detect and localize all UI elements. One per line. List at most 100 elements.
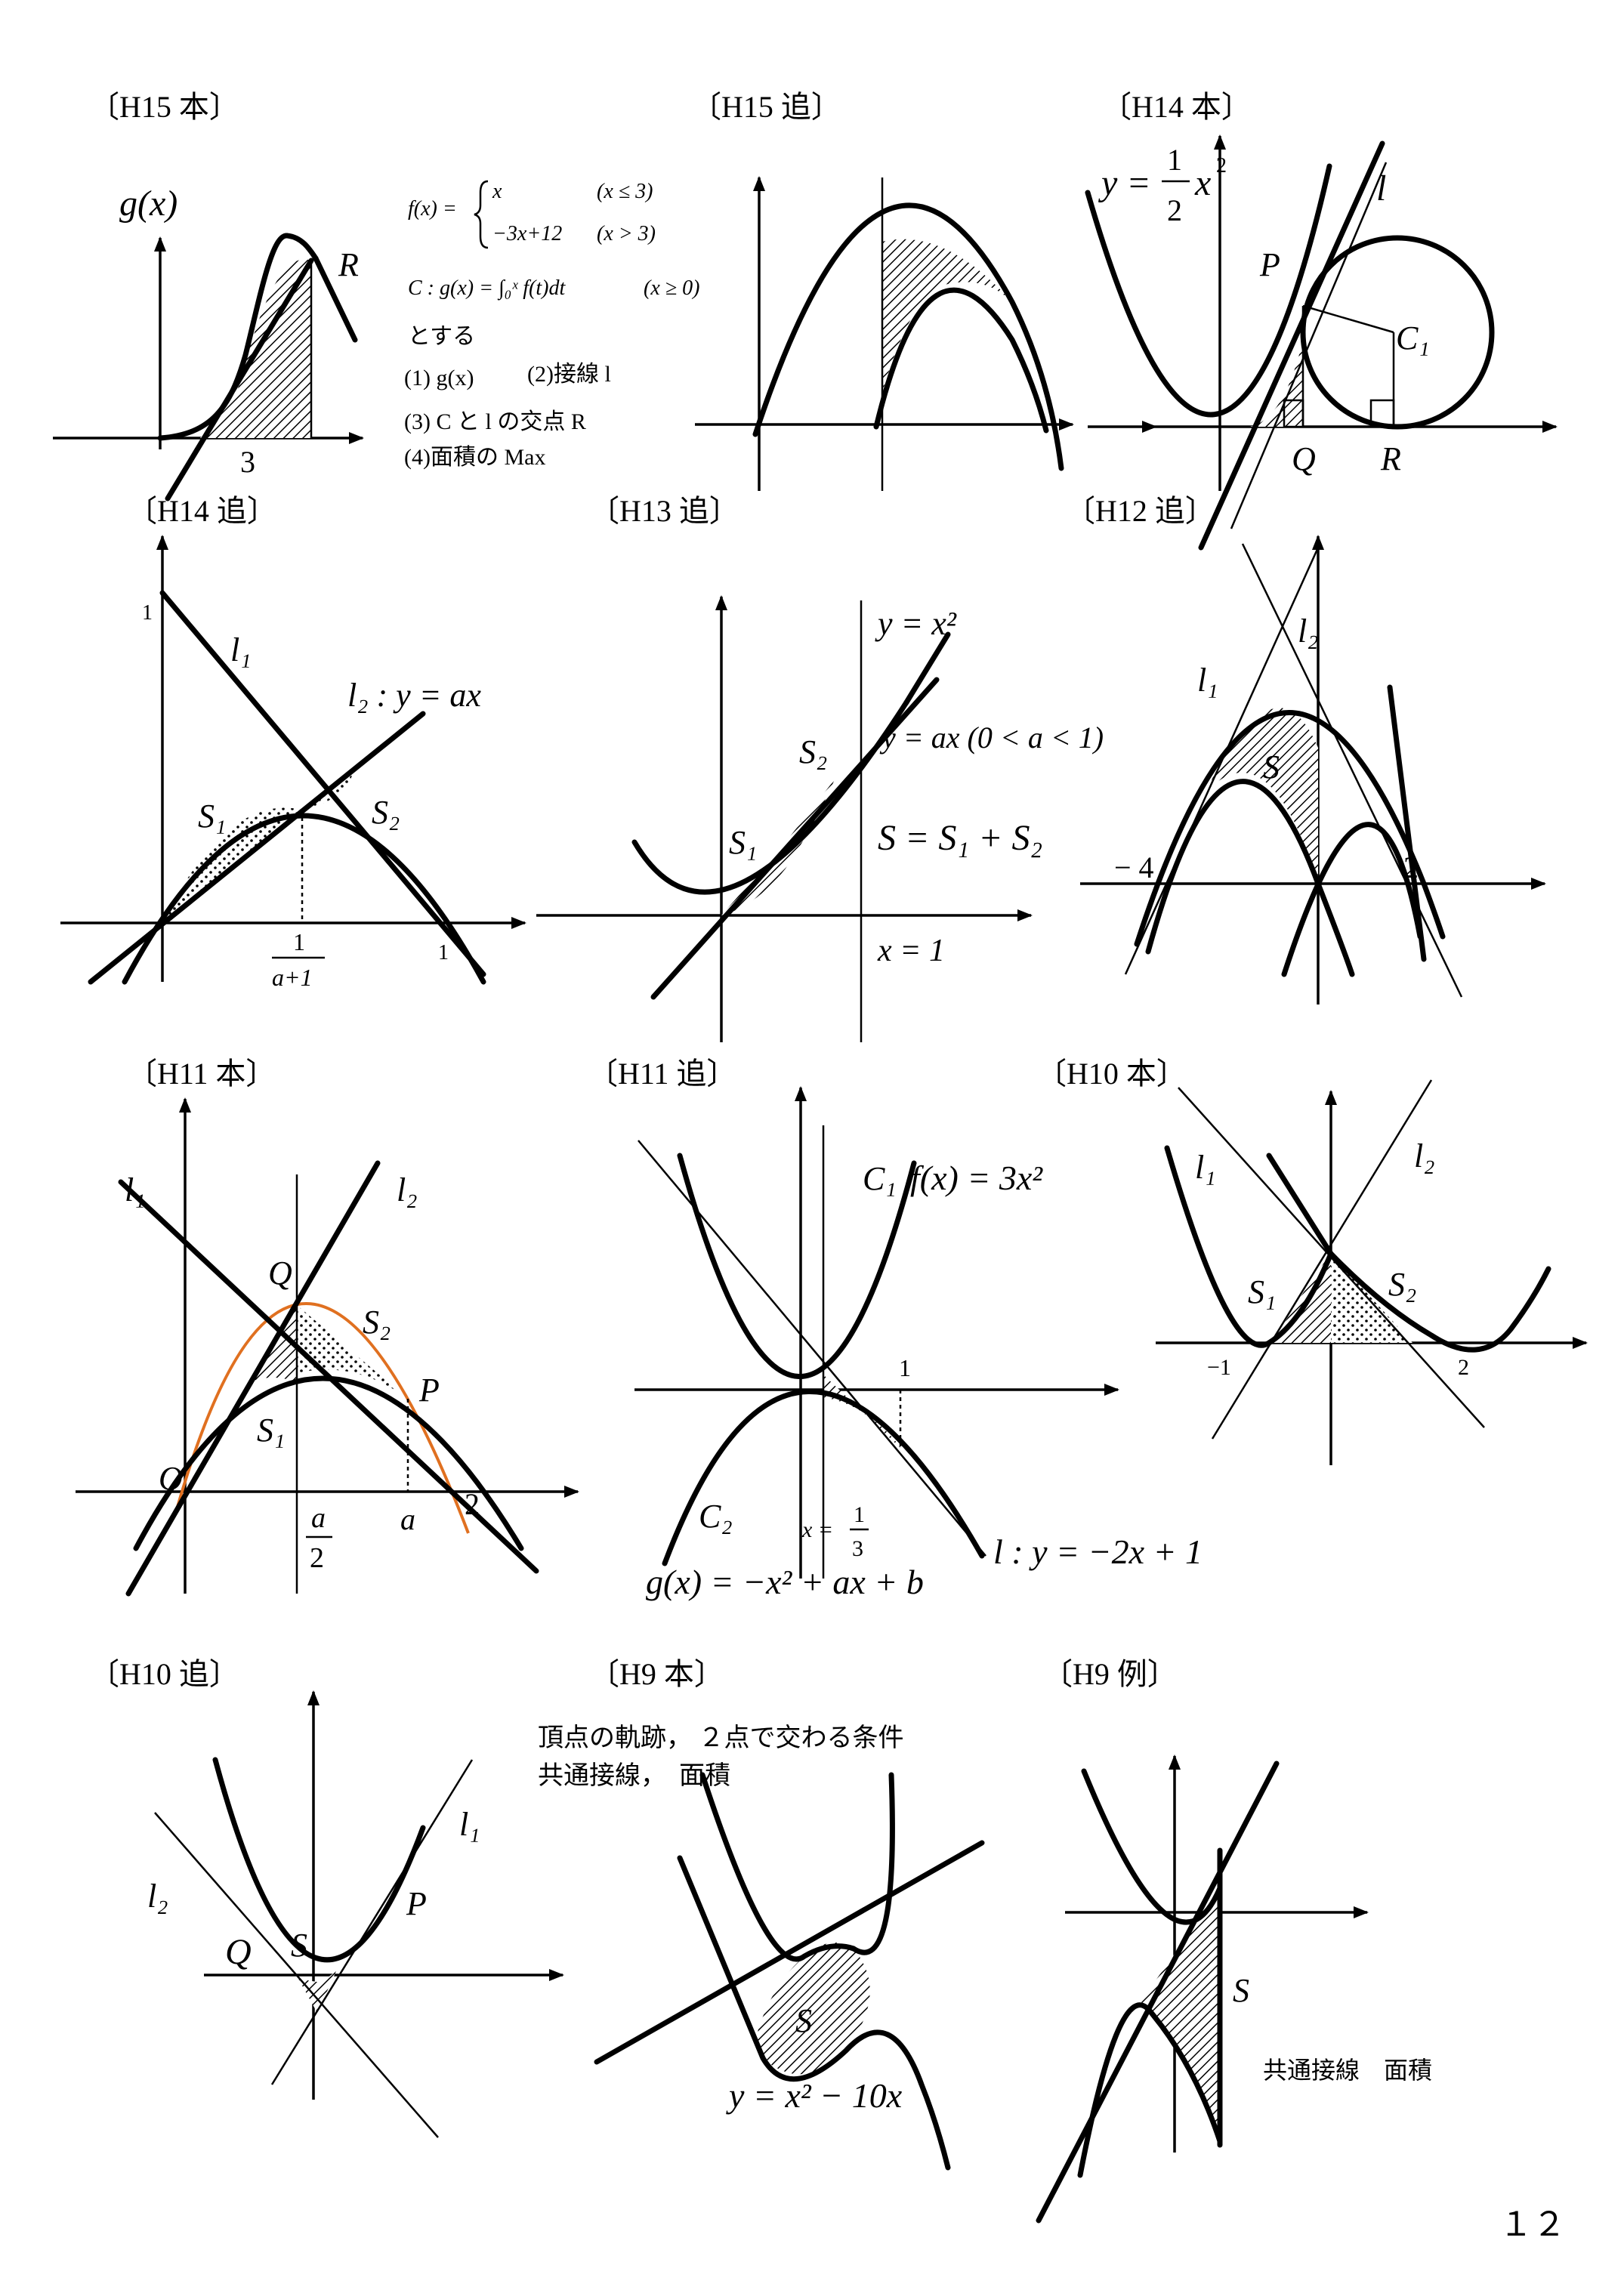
h13tsui-S2: S₂ xyxy=(799,733,827,770)
h11tsui-parabola-C2 xyxy=(662,1389,985,1566)
h10hon-curve-left xyxy=(1164,1145,1334,1348)
panel-h15hon: 〔H15 本〕 g(x) R 3 f(x) = x (x ≤ 3) −3x+12… xyxy=(53,90,699,501)
h14hon-radius xyxy=(1302,304,1394,334)
panel-h12tsui: 〔H12 追〕 l₂ l₁ S − 4 2 xyxy=(1065,494,1546,1005)
h11tsui-x-num: 1 xyxy=(854,1502,865,1527)
h9rei-note: 共通接線 面積 xyxy=(1263,2057,1432,2084)
h14hon-eq-num: 1 xyxy=(1167,143,1182,177)
h12tsui-title: 〔H12 追〕 xyxy=(1065,494,1215,528)
h11hon-l2: l₂ xyxy=(397,1171,418,1208)
h10tsui-P: P xyxy=(406,1885,427,1922)
h9rei-parabola-lower xyxy=(1077,2002,1223,2178)
h9hon-note2: 共通接線， 面積 xyxy=(538,1761,730,1790)
panel-h14hon: 〔H14 本〕 y = 1 2 x 2 l P C₁ Q R xyxy=(1085,90,1558,551)
h14tsui-l1: l₁ xyxy=(230,631,252,668)
h9hon-tangent-line xyxy=(594,1840,985,2065)
h12tsui-S: S xyxy=(1263,748,1280,785)
h15hon-fx-cond2: (x > 3) xyxy=(597,222,656,245)
h10tsui-S: S xyxy=(291,1927,307,1964)
h14hon-parabola xyxy=(1085,163,1332,418)
h11tsui-x-den: 3 xyxy=(852,1536,863,1561)
h15hon-tangent-l xyxy=(165,258,314,501)
h12tsui-m4: − 4 xyxy=(1114,850,1154,884)
h11hon-a-num: a xyxy=(311,1502,326,1534)
h11hon-title: 〔H11 本〕 xyxy=(127,1057,276,1091)
h10hon-S2: S₂ xyxy=(1388,1266,1416,1303)
h13tsui-line-ax xyxy=(650,677,940,1000)
h14tsui-frac-num: 1 xyxy=(293,928,305,955)
h10hon-shaded-S1 xyxy=(1273,1254,1331,1343)
h11hon-l1: l₁ xyxy=(125,1171,146,1208)
h11hon-S1: S₁ xyxy=(257,1412,285,1449)
h15hon-tick3: 3 xyxy=(240,445,255,479)
h15hon-tosuru: とする xyxy=(408,324,475,349)
h12tsui-line-l2 xyxy=(1241,543,1463,998)
h14tsui-S1: S₁ xyxy=(198,798,226,835)
h11hon-parabola xyxy=(133,1375,524,1551)
h14hon-C1: C₁ xyxy=(1396,319,1430,356)
h11hon-S2: S₂ xyxy=(363,1304,391,1341)
h14hon-eq-y: y = xyxy=(1098,163,1151,203)
h9rei-shaded-region xyxy=(1141,1888,1220,2141)
h14tsui-one-x: 1 xyxy=(438,941,449,964)
h14hon-Q: Q xyxy=(1292,440,1316,477)
h10hon-title: 〔H10 本〕 xyxy=(1036,1057,1187,1091)
h11hon-two: 2 xyxy=(465,1487,480,1521)
h14hon-tangent-l xyxy=(1198,140,1385,551)
h14hon-right-angle-R xyxy=(1369,399,1395,428)
h15hon-C-def: C : g(x) = ∫₀ˣ f(t)dt xyxy=(408,276,566,301)
h14tsui-S2: S₂ xyxy=(372,794,400,831)
panel-h9rei: 〔H9 例〕 S 共通接線 面積 xyxy=(1036,1657,1432,2224)
h15hon-fx-lhs: f(x) = xyxy=(408,197,457,221)
h15tsui-parabola-inner xyxy=(873,287,1049,434)
h11hon-O: O xyxy=(159,1460,183,1497)
h11hon-a: a xyxy=(400,1502,415,1536)
h11tsui-one: 1 xyxy=(899,1354,911,1381)
h10hon-l1: l₁ xyxy=(1195,1149,1216,1186)
h10tsui-line-l2 xyxy=(154,1812,439,2138)
h12tsui-l1: l₁ xyxy=(1197,662,1218,699)
h10hon-curve-upper-left xyxy=(1266,1153,1334,1257)
h11hon-P: P xyxy=(418,1372,440,1409)
h12tsui-thick-right xyxy=(1387,684,1427,962)
h13tsui-x1: x = 1 xyxy=(877,934,945,968)
h11tsui-C1: C₁ xyxy=(863,1160,897,1197)
h10tsui-shaded-region xyxy=(298,1971,336,2013)
h14hon-P: P xyxy=(1259,246,1280,283)
h9rei-S: S xyxy=(1233,1972,1249,2009)
h14hon-right-angle-Q xyxy=(1283,399,1304,428)
h15hon-fx-cond1: (x ≤ 3) xyxy=(597,180,653,203)
h14tsui-parabola xyxy=(122,813,486,985)
h15tsui-shaded-region xyxy=(882,239,1012,393)
h9hon-S: S xyxy=(795,2002,812,2039)
h10hon-line-l1 xyxy=(1178,1087,1485,1428)
h10hon-line-l2 xyxy=(1211,1079,1433,1440)
panel-h9hon: 〔H9 本〕 頂点の軌跡， ２点で交わる条件 共通接線， 面積 S y = x²… xyxy=(538,1657,985,2171)
h15hon-item1: (1) g(x) xyxy=(404,366,474,390)
h14tsui-line-l1 xyxy=(159,590,486,977)
h14hon-shaded-region xyxy=(1250,340,1303,427)
h11tsui-g-eq: g(x) = −x² + ax + b xyxy=(646,1563,924,1601)
h14tsui-l2eq: l₂ : y = ax xyxy=(347,677,481,714)
panel-h10hon: 〔H10 本〕 l₁ l₂ S₁ S₂ −1 2 xyxy=(1036,1057,1588,1465)
h12tsui-parabola-upper xyxy=(1134,710,1446,947)
h9rei-title: 〔H9 例〕 xyxy=(1042,1657,1178,1691)
h11hon-dotted-S2 xyxy=(297,1305,408,1399)
h14hon-tangent-thin xyxy=(1230,162,1388,529)
h14hon-eq-x: x xyxy=(1194,163,1211,203)
h10hon-m1: −1 xyxy=(1207,1355,1231,1380)
h11hon-a-den: 2 xyxy=(310,1542,324,1574)
h14tsui-line-l2 xyxy=(88,711,426,985)
h9rei-parabola-upper xyxy=(1081,1768,1223,1925)
h12tsui-two: 2 xyxy=(1403,850,1419,884)
h9hon-note1: 頂点の軌跡， ２点で交わる条件 xyxy=(538,1724,904,1752)
h14hon-title: 〔H14 本〕 xyxy=(1101,90,1252,124)
h11hon-Q: Q xyxy=(268,1255,292,1292)
h11tsui-l-eq: l : y = −2x + 1 xyxy=(993,1532,1203,1571)
h11tsui-f-eq: f(x) = 3x² xyxy=(910,1159,1043,1197)
panel-h14tsui: 〔H14 追〕 1 l₁ l₂ : y = ax S₁ S₂ 1 a+1 1 xyxy=(60,494,526,991)
h15hon-fx-case2: −3x+12 xyxy=(492,222,562,245)
h15hon-curve-descend xyxy=(313,255,358,343)
h15tsui-title: 〔H15 追〕 xyxy=(691,90,841,124)
page-number: １２ xyxy=(1499,2206,1566,2243)
